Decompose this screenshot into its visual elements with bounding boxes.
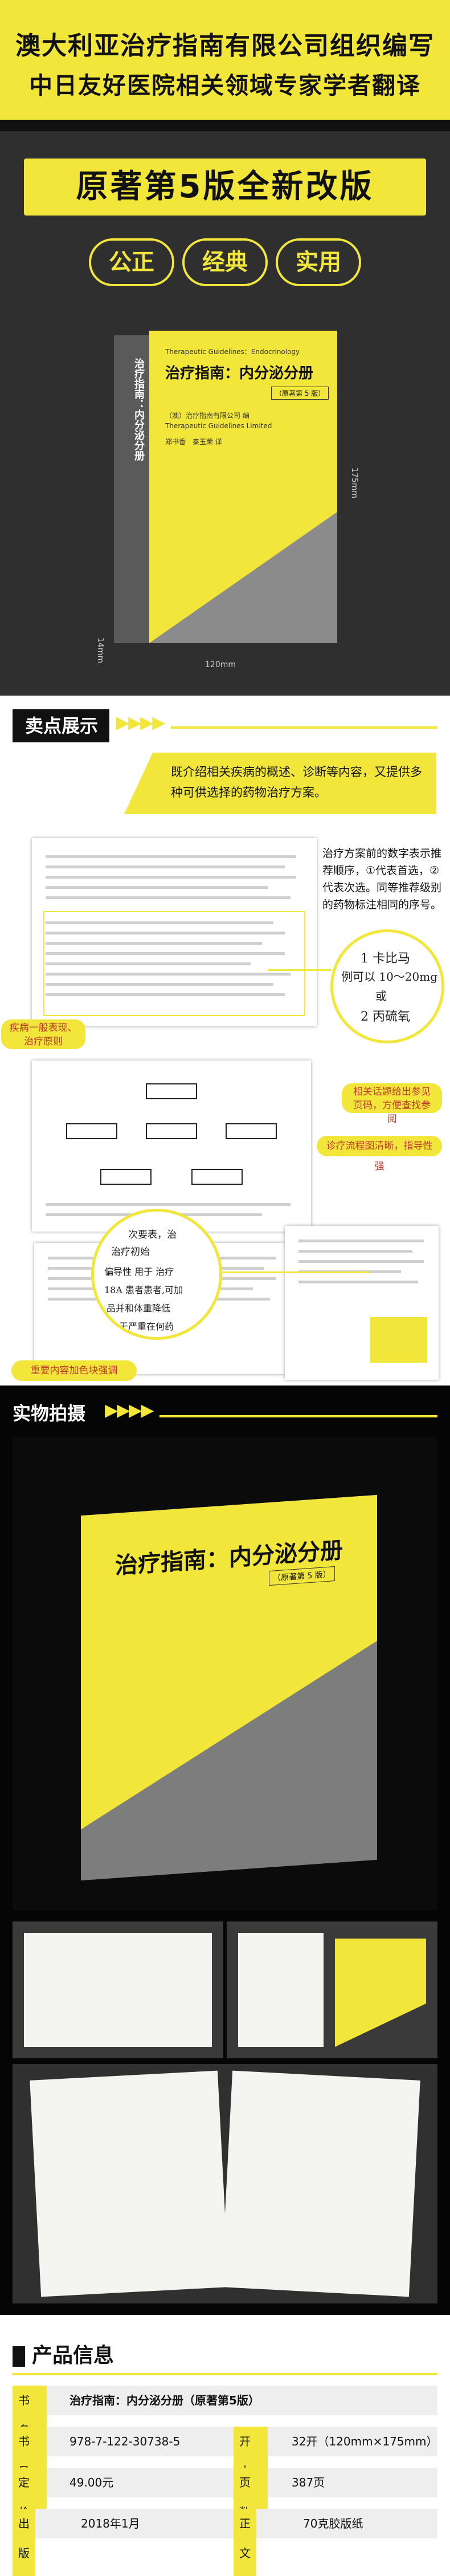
zoom-text: 次要表，治 xyxy=(128,1229,177,1241)
chevrons-icon: ▶▶▶▶ xyxy=(116,713,165,733)
book-photo-yellow xyxy=(335,1939,426,2047)
chevrons-icon: ▶▶▶▶ xyxy=(105,1400,154,1420)
flow-node xyxy=(66,1123,117,1139)
hero-line-publisher: 澳大利亚治疗指南有限公司组织编写 xyxy=(15,31,435,60)
photo-interior-2 xyxy=(227,1921,437,2058)
sample-page-1 xyxy=(32,838,317,1026)
callout-line xyxy=(268,969,332,971)
flow-node xyxy=(226,1123,277,1139)
highlight-block xyxy=(370,1317,427,1363)
book-title: 治疗指南：内分泌分册 xyxy=(165,365,314,382)
photo-interior-1 xyxy=(13,1921,223,2058)
section-tag-selling: 卖点展示 xyxy=(13,709,110,742)
info-title: 产品信息 xyxy=(0,2339,450,2368)
info-value: 387页 xyxy=(292,2476,325,2489)
info-section: 产品信息 书 名 治疗指南：内分泌分册（原著第5版） 书 号 978-7-122… xyxy=(0,2315,450,2576)
book-front: Therapeutic Guidelines：Endocrinology 治疗指… xyxy=(149,331,337,643)
dim-height: 175mm xyxy=(350,468,359,498)
hero-line-translator: 中日友好医院相关领域专家学者翻译 xyxy=(29,72,421,99)
book-spine: 治疗指南：内分泌分册 xyxy=(114,335,154,643)
hero-header: 澳大利亚治疗指南有限公司组织编写 中日友好医院相关领域专家学者翻译 xyxy=(0,0,450,120)
info-row: 定 价 49.00元 页 数 387页 xyxy=(13,2468,437,2527)
hero-divider xyxy=(0,120,450,131)
info-value: 2018年1月 xyxy=(81,2517,140,2530)
priority-note: 治疗方案前的数字表示推荐顺序，①代表首选，②代表次选。同等推荐级别的药物标注相同… xyxy=(322,847,442,911)
book-photo-body: 治疗指南：内分泌分册 （原著第 5 版） xyxy=(81,1494,377,1881)
info-label: 正文纸张 xyxy=(234,2509,256,2576)
hero-section: 澳大利亚治疗指南有限公司组织编写 中日友好医院相关领域专家学者翻译 原著第5版全… xyxy=(0,0,450,696)
highlight-box xyxy=(43,911,305,1016)
sample-page-4 xyxy=(285,1226,439,1380)
flow-node xyxy=(146,1123,197,1139)
info-title-text: 产品信息 xyxy=(32,2344,114,2367)
title-bar-icon xyxy=(13,2346,25,2367)
selling-section: 卖点展示 ▶▶▶▶ 既介绍相关疾病的概述、诊断等内容，又提供多种可供选择的药物治… xyxy=(0,696,450,1385)
zoom-circle-dosage: 1 卡比马 例可以 10～20mg 或 2 丙硫氧 xyxy=(330,929,444,1043)
photo-section: 实物拍摄 ▶▶▶▶ 治疗指南：内分泌分册 （原著第 5 版） xyxy=(0,1385,450,2315)
sample-page-flowchart xyxy=(32,1061,311,1232)
flow-node xyxy=(146,1083,197,1099)
zoom-text: 治疗初始 xyxy=(111,1246,150,1258)
paper xyxy=(238,1933,324,2047)
book-english-title: Therapeutic Guidelines：Endocrinology xyxy=(165,348,300,356)
photo-open-book xyxy=(13,2064,437,2303)
flow-node xyxy=(191,1169,243,1185)
zoom-circle-highlight: 次要表，治 治疗初始 偏导性 用于 治疗 18A 患者患者,可加 品并和体重降低… xyxy=(91,1209,222,1340)
book-author-line: （澳）治疗指南有限公司 编 xyxy=(165,412,249,420)
book-author-line: 郑书香 秦玉荣 译 xyxy=(165,438,222,446)
zoom-text: 偏导性 用于 治疗 xyxy=(104,1266,174,1277)
info-row: 出版时间 2018年1月 正文纸张 70克胶版纸 xyxy=(13,2509,437,2576)
info-row: 书 名 治疗指南：内分泌分册（原著第5版） xyxy=(13,2386,437,2445)
pill-disease-overview: 疾病一般表现、治疗原则 xyxy=(1,1019,85,1049)
edition-banner: 原著第5版全新改版 xyxy=(24,159,426,216)
pill-flowchart: 诊疗流程图清晰，指导性强 xyxy=(317,1136,442,1172)
zoom-text: 品并和体重降低 xyxy=(107,1303,171,1314)
book-author-line: Therapeutic Guidelines Limited xyxy=(165,422,272,430)
photo-book-main: 治疗指南：内分泌分册 （原著第 5 版） xyxy=(13,1437,437,1910)
info-value: 978-7-122-30738-5 xyxy=(69,2435,181,2448)
info-value: 70克胶版纸 xyxy=(303,2517,363,2530)
edition-banner-text: 原著第5版全新改版 xyxy=(76,168,374,205)
book-spine-title: 治疗指南：内分泌分册 xyxy=(133,358,145,461)
intro-banner: 既介绍相关疾病的概述、诊断等内容，又提供多种可供选择的药物治疗方案。 xyxy=(124,753,436,814)
pill-practical: 实用 xyxy=(276,238,361,286)
zoom-text: 1 卡比马 xyxy=(361,952,410,966)
book-cover: 治疗指南：内分泌分册 Therapeutic Guidelines：Endocr… xyxy=(114,331,342,650)
zoom-text: 或 xyxy=(375,989,387,1003)
callout-line xyxy=(222,1271,370,1273)
book-authors: （澳）治疗指南有限公司 编 Therapeutic Guidelines Lim… xyxy=(165,411,272,447)
zoom-text: 18A 患者患者,可加 xyxy=(104,1285,183,1295)
pill-classic: 经典 xyxy=(182,238,268,286)
section-rule xyxy=(171,726,437,729)
flow-node xyxy=(100,1169,152,1185)
intro-text: 既介绍相关疾病的概述、诊断等内容，又提供多种可供选择的药物治疗方案。 xyxy=(171,765,422,799)
paper xyxy=(24,1933,212,2047)
info-row: 书 号 978-7-122-30738-5 开 本 32开（120mm×175m… xyxy=(13,2427,438,2486)
pill-fair: 公正 xyxy=(89,238,174,286)
zoom-text: 例可以 10～20mg xyxy=(341,970,438,984)
info-value: 治疗指南：内分泌分册（原著第5版） xyxy=(69,2394,260,2407)
paper xyxy=(221,2070,420,2297)
section-rule xyxy=(159,1415,437,1417)
pill-related-topics: 相关话题给出参见页码，方便查找参阅 xyxy=(342,1083,442,1125)
info-value: 49.00元 xyxy=(69,2476,114,2489)
info-label: 出版时间 xyxy=(13,2509,35,2576)
zoom-text: 2 丙硫氧 xyxy=(361,1010,410,1024)
paper xyxy=(30,2070,229,2297)
section-tag-photos: 实物拍摄 xyxy=(13,1397,97,1430)
info-value: 32开（120mm×175mm） xyxy=(292,2435,438,2448)
dim-depth: 14mm xyxy=(96,637,105,664)
pill-highlight: 重要内容加色块强调 xyxy=(11,1360,137,1381)
section-rule xyxy=(13,2373,437,2375)
dim-width: 120mm xyxy=(205,660,236,669)
book-edition-tag: （原著第 5 版） xyxy=(271,387,329,400)
zoom-text: 于严重在何药 xyxy=(119,1321,174,1332)
